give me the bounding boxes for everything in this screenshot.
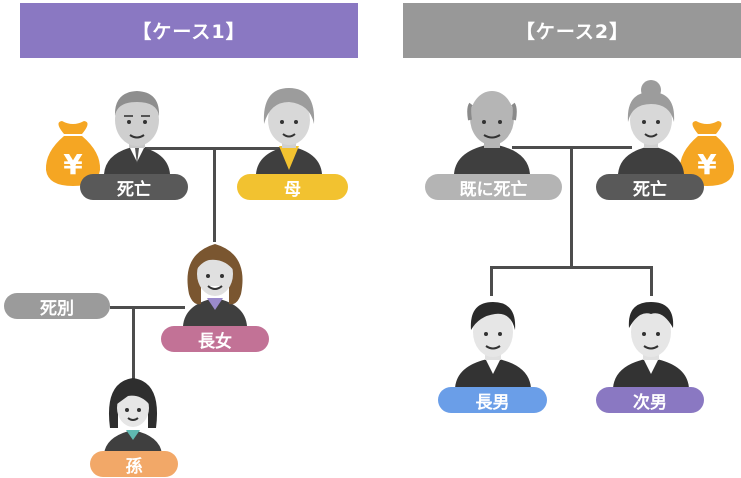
- old-man-icon: [102, 82, 172, 174]
- case1-header: 【ケース1】: [20, 3, 358, 58]
- case2-header: 【ケース2】: [403, 3, 741, 58]
- label-text: 長女: [198, 331, 232, 352]
- label-mother: 母: [237, 174, 348, 200]
- case2-son2-line: [650, 266, 653, 296]
- money-bag-icon: ¥: [42, 118, 104, 188]
- case1-separation-line: [110, 306, 185, 309]
- svg-text:¥: ¥: [63, 148, 83, 181]
- young-man-icon: [455, 294, 531, 388]
- grandmother-icon: [616, 78, 686, 174]
- case1-grandchild-line: [132, 306, 135, 381]
- svg-text:¥: ¥: [697, 148, 717, 181]
- label-second-son: 次男: [596, 387, 704, 413]
- label-text: 次男: [633, 392, 667, 413]
- money-bag-icon: ¥: [676, 118, 738, 188]
- label-eldest-son: 長男: [438, 387, 547, 413]
- case2-children-bar: [490, 266, 653, 269]
- case2-child-line: [570, 146, 573, 268]
- label-text: 孫: [125, 456, 143, 477]
- label-text: 長男: [475, 392, 510, 413]
- label-grandchild: 孫: [90, 451, 178, 477]
- label-text: 死亡: [633, 179, 667, 200]
- case1-title: 【ケース1】: [132, 21, 246, 43]
- label-text: 死亡: [117, 179, 151, 200]
- label-text: 母: [284, 179, 301, 200]
- case1-child-line: [213, 147, 216, 242]
- case2-son1-line: [490, 266, 493, 296]
- label-eldest-daughter: 長女: [161, 326, 269, 352]
- young-man-icon: [613, 294, 689, 388]
- label-text: 死別: [40, 298, 74, 319]
- label-already-deceased: 既に死亡: [425, 174, 562, 200]
- label-father-deceased: 死亡: [80, 174, 188, 200]
- girl-icon: [100, 372, 166, 454]
- old-woman-icon: [254, 82, 324, 174]
- label-mother-deceased: 死亡: [596, 174, 704, 200]
- woman-icon: [175, 234, 255, 326]
- bald-man-icon: [454, 82, 530, 174]
- label-separated-by-death: 死別: [4, 293, 110, 319]
- label-text: 既に死亡: [459, 179, 528, 200]
- case2-title: 【ケース2】: [515, 21, 630, 43]
